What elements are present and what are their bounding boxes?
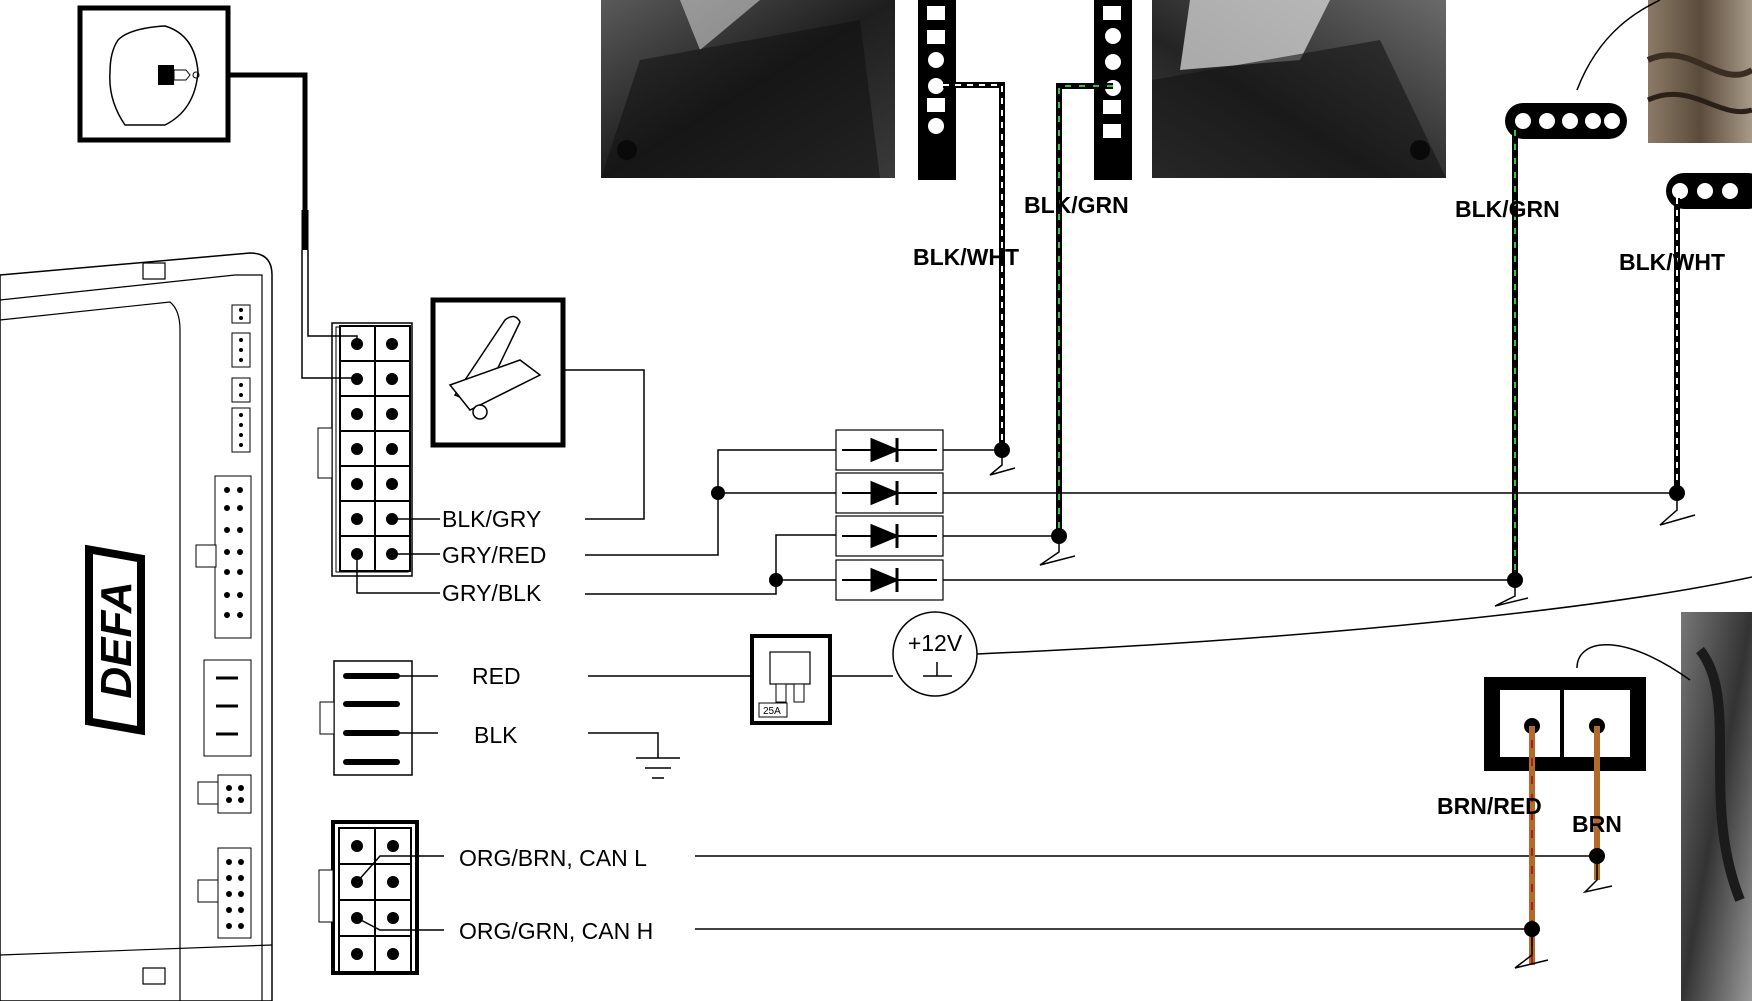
wire-label-can-h: ORG/GRN, CAN H [459, 918, 653, 944]
power-connector [319, 660, 413, 776]
photo-bottom-right [1681, 612, 1752, 1001]
wire-label-left-blk-wht: BLK/WHT [913, 244, 1019, 270]
blade-fuse-icon: 25A [750, 634, 832, 725]
diode-2 [835, 472, 944, 514]
wire-label-left-blk-grn: BLK/GRN [1024, 192, 1129, 218]
wire-label-brn: BRN [1572, 811, 1622, 837]
wire-label-blk-gry: BLK/GRY [442, 506, 541, 532]
connector-a-12pin [317, 322, 413, 577]
diode-1 [835, 429, 944, 471]
svg-text:+12V: +12V [908, 630, 963, 656]
ground-icon [636, 757, 680, 779]
photo-top-right [1646, 0, 1752, 143]
wire-label-right-blk-grn: BLK/GRN [1455, 196, 1560, 222]
defa-logo: DEFA [85, 544, 145, 736]
wire-label-red: RED [472, 663, 521, 689]
wire-label-gry-blk: GRY/BLK [442, 580, 542, 606]
vehicle-connector-mid [1094, 0, 1132, 180]
diode-3 [835, 515, 944, 557]
wire-label-right-blk-wht: BLK/WHT [1619, 249, 1725, 275]
wire-label-brn-red: BRN/RED [1437, 793, 1542, 819]
ignition-key-icon [77, 5, 231, 143]
wire-label-gry-red: GRY/RED [442, 542, 546, 568]
diode-4 [835, 559, 944, 601]
wire-label-blk: BLK [474, 722, 518, 748]
supply-12v-symbol: +12V [892, 611, 978, 697]
vehicle-connector-left [918, 0, 956, 180]
vehicle-connector-right-1 [1505, 103, 1627, 139]
can-connector [318, 820, 419, 975]
hood-pin-switch-icon [430, 297, 566, 448]
photo-middle-panel [1152, 0, 1446, 178]
wire-label-can-l: ORG/BRN, CAN L [459, 845, 647, 871]
vehicle-connector-right-2 [1666, 173, 1752, 209]
photo-left-panel [601, 0, 895, 178]
svg-text:DEFA: DEFA [92, 581, 141, 698]
svg-text:25A: 25A [763, 706, 781, 717]
obd-connector [1484, 677, 1646, 771]
